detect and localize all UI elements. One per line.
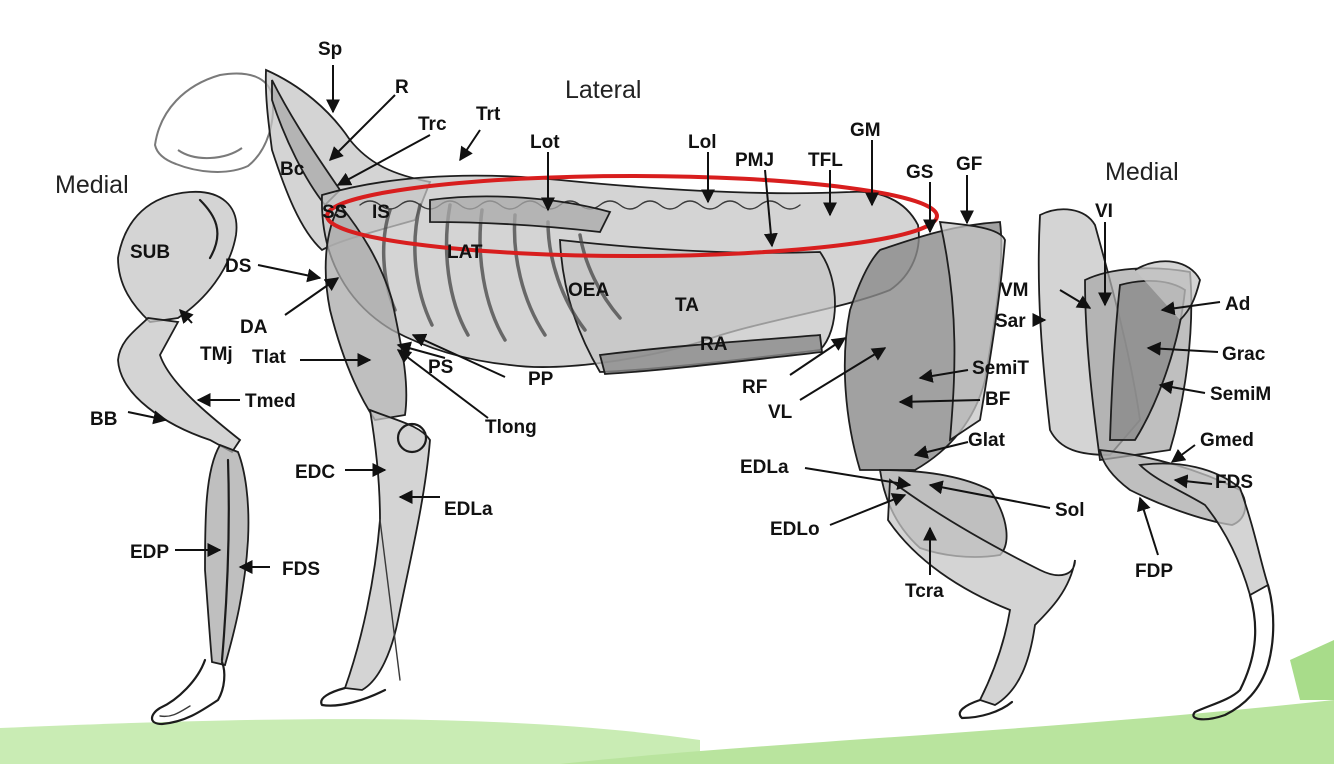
label-ps: PS	[428, 357, 453, 378]
region-label-medial-right: Medial	[1105, 158, 1179, 186]
medial-forelimb	[117, 191, 250, 726]
label-edc: EDC	[295, 462, 335, 483]
label-edp: EDP	[130, 542, 169, 563]
label-ra: RA	[700, 334, 728, 355]
label-bf: BF	[985, 389, 1010, 410]
label-edla-hind: EDLa	[740, 457, 789, 478]
label-is: IS	[372, 202, 390, 223]
label-grac: Grac	[1222, 344, 1266, 365]
label-da: DA	[240, 317, 268, 338]
label-glat: Glat	[968, 430, 1006, 451]
label-tmj: TMj	[200, 344, 233, 365]
label-lol: Lol	[688, 132, 717, 153]
paw-medial	[150, 658, 226, 726]
label-tmed: Tmed	[245, 391, 296, 412]
region-label-medial-left: Medial	[55, 171, 129, 199]
label-trt: Trt	[476, 104, 501, 125]
label-tlat: Tlat	[252, 347, 286, 368]
label-gm: GM	[850, 120, 881, 141]
label-fdp: FDP	[1135, 561, 1173, 582]
label-fds-fore: FDS	[282, 559, 320, 580]
label-bb: BB	[90, 409, 117, 430]
label-sp: Sp	[318, 39, 342, 60]
forelimb-lateral	[343, 408, 431, 691]
label-r: R	[395, 77, 409, 98]
label-ss: SS	[322, 202, 347, 223]
label-lot: Lot	[530, 132, 560, 153]
label-pp: PP	[528, 369, 554, 390]
label-tfl: TFL	[808, 150, 843, 171]
label-tcra: Tcra	[905, 581, 944, 602]
label-gmed: Gmed	[1200, 430, 1254, 451]
label-ta: TA	[675, 295, 699, 316]
leader-lines	[127, 65, 1221, 575]
label-rf: RF	[742, 377, 767, 398]
label-edla-fore: EDLa	[444, 499, 493, 520]
label-trc: Trc	[418, 114, 447, 135]
muscle-labels: Sp R Trc Trt Bc SS IS Lot Lol PMJ TFL GM…	[90, 39, 1271, 602]
scapula-medial	[117, 191, 238, 323]
label-sol: Sol	[1055, 500, 1085, 521]
region-label-lateral: Lateral	[565, 76, 641, 104]
label-gs: GS	[906, 162, 933, 183]
label-fds-hind: FDS	[1215, 472, 1253, 493]
label-edlo: EDLo	[770, 519, 820, 540]
label-sub: SUB	[130, 242, 170, 263]
label-lat: LAT	[447, 242, 483, 263]
label-vl: VL	[768, 402, 793, 423]
forearm-medial	[204, 443, 250, 667]
footer-swoosh	[0, 640, 1334, 764]
label-oea: OEA	[568, 280, 609, 301]
label-bc: Bc	[280, 159, 305, 180]
label-pmj: PMJ	[735, 150, 774, 171]
medial-hindlimb	[1037, 208, 1275, 721]
label-vm: VM	[1000, 280, 1029, 301]
humerus-medial	[117, 317, 242, 454]
highlight-ellipse	[325, 174, 939, 258]
label-tlong: Tlong	[485, 417, 537, 438]
label-semim: SemiM	[1210, 384, 1271, 405]
label-vi: VI	[1095, 201, 1113, 222]
lateral-body	[153, 68, 1076, 720]
label-semit: SemiT	[972, 358, 1029, 379]
label-gf: GF	[956, 154, 982, 175]
label-sar: Sar	[995, 311, 1026, 332]
label-ds: DS	[225, 256, 251, 277]
label-ad: Ad	[1225, 294, 1250, 315]
